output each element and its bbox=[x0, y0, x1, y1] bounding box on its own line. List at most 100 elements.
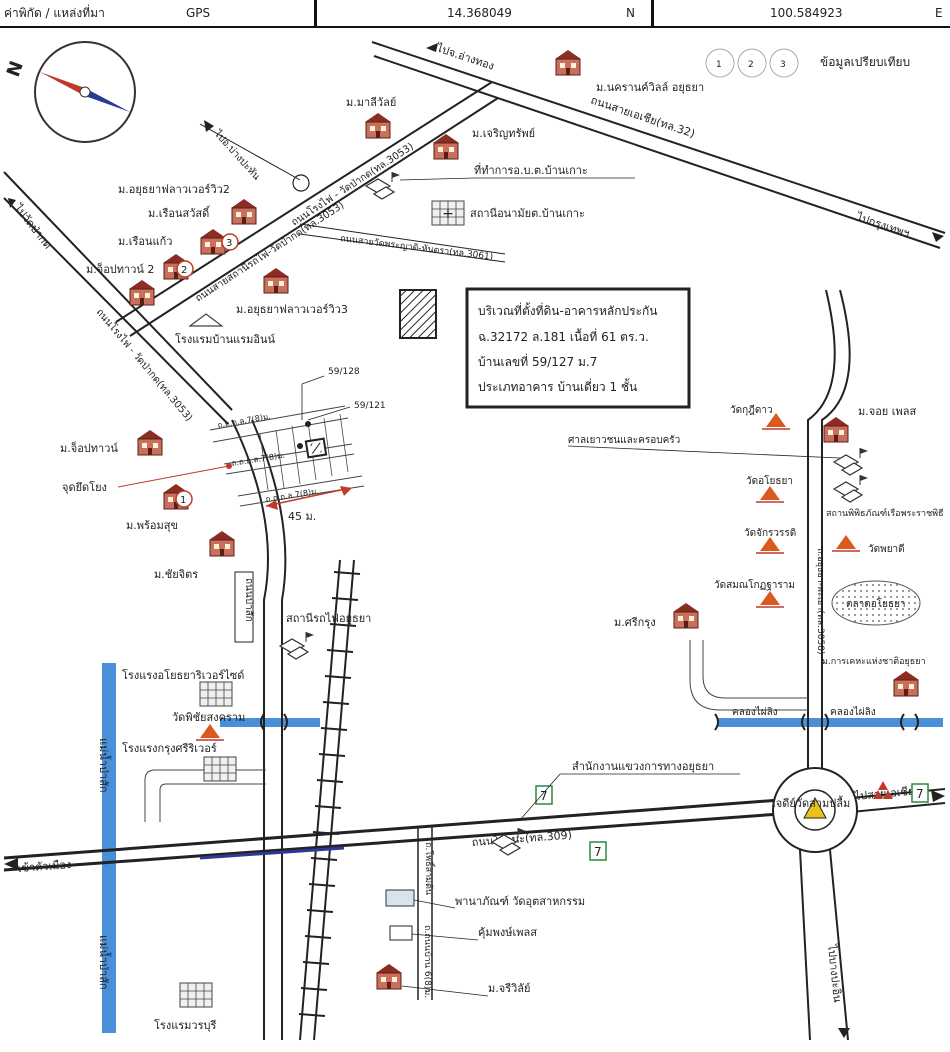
seven-eleven-label: 7 bbox=[594, 845, 602, 859]
place-label: ที่ทำการอ.บ.ต.บ้านเกาะ bbox=[474, 162, 588, 177]
road bbox=[799, 849, 811, 1041]
subject-legend-swatch bbox=[399, 289, 437, 339]
place-label: ม.จอย เพลส bbox=[858, 405, 916, 418]
place-label: ม.นครานค์วิลล์ อยุธยา bbox=[596, 81, 704, 94]
river-label: แม่น้ำป่าสัก bbox=[97, 935, 112, 990]
house-icon bbox=[262, 267, 290, 294]
river-label: แม่น้ำป่าสัก bbox=[97, 738, 112, 793]
road-label: ถนนป่าสัก bbox=[243, 578, 254, 622]
railway bbox=[313, 559, 355, 1041]
plot-label: 59/121 bbox=[354, 401, 386, 411]
road bbox=[821, 289, 851, 800]
subject-line: บริเวณที่ตั้งที่ดิน-อาคารหลักประกัน bbox=[478, 302, 658, 318]
road bbox=[3, 197, 229, 425]
museum-icon bbox=[833, 474, 869, 503]
road bbox=[807, 289, 836, 800]
road bbox=[144, 769, 266, 822]
place-label: ศาลเยาวชนและครอบครัว bbox=[568, 435, 680, 446]
place-label: สถานพิพิธภัณฑ์เรือพระราชพิธี bbox=[826, 507, 944, 519]
mitsubishi-icon bbox=[883, 790, 893, 799]
arrow-icon bbox=[838, 1028, 850, 1038]
location-label: ค่าพิกัด / แหล่งที่มา bbox=[4, 6, 105, 20]
plot-marker bbox=[305, 421, 311, 427]
road-label: ถนนโรงไฟ - วัดป่ากด(ทล.3053) bbox=[289, 140, 416, 229]
arrow-icon bbox=[426, 43, 438, 52]
plot-label: 59/128 bbox=[328, 367, 360, 377]
place-label: วัดกุฎีดาว bbox=[730, 404, 773, 416]
place-label: ม.พร้อมสุข bbox=[126, 519, 178, 532]
place-label: วัดสมณโกฏฐาราม bbox=[714, 578, 795, 591]
hotel-icon bbox=[203, 756, 237, 782]
seven-eleven-icon bbox=[535, 785, 553, 805]
road bbox=[3, 812, 781, 872]
road-label: เข้าตัวเมือง bbox=[17, 858, 72, 875]
road bbox=[3, 171, 233, 411]
place-label: ม.ชัยจิตร bbox=[154, 568, 198, 581]
place-label: ม.เรือนแก้ว bbox=[118, 235, 172, 248]
arrow-icon bbox=[931, 790, 945, 802]
hotel-icon bbox=[179, 982, 213, 1008]
place-label: คุ้มพงษ์เพลส bbox=[478, 926, 537, 939]
railway bbox=[299, 559, 341, 1041]
market-area bbox=[831, 580, 921, 626]
house-icon bbox=[364, 112, 392, 139]
road-label: ถนนสายวัดพระญาติ-หันตรา(ทล.3061) bbox=[340, 233, 494, 263]
comparison-marker bbox=[221, 233, 239, 251]
seven-eleven-label: 7 bbox=[540, 789, 548, 803]
arrow-icon bbox=[4, 858, 18, 870]
comparison-number: 1 bbox=[180, 495, 186, 506]
road bbox=[231, 419, 269, 1040]
canal-label: คลองไผ่ลิง bbox=[830, 706, 876, 718]
legend-number: 1 bbox=[716, 60, 722, 70]
bridge-icon bbox=[824, 713, 829, 731]
road bbox=[299, 233, 506, 263]
longitude-hemisphere: E bbox=[935, 6, 943, 20]
place-label: สำนักงานแขวงการทางอยุธยา bbox=[572, 760, 714, 773]
river bbox=[102, 663, 116, 1033]
road-label: ถ.โพธิ์สามต้น bbox=[423, 842, 436, 895]
lane-label: ถ.ถ.ถ.ล.7(8)ม. bbox=[265, 487, 320, 504]
subject-line: บ้านเลขที่ 59/127 ม.7 bbox=[478, 353, 597, 369]
house-icon bbox=[892, 670, 920, 697]
subject-plot-fill bbox=[310, 442, 322, 454]
temple-icon bbox=[831, 534, 861, 552]
station-icon bbox=[279, 631, 315, 660]
canal bbox=[220, 718, 320, 727]
house-icon bbox=[554, 49, 582, 76]
court-icon bbox=[833, 447, 869, 476]
road-label: ไปบางปะอิน bbox=[825, 943, 844, 1004]
road bbox=[702, 640, 808, 699]
road bbox=[159, 783, 266, 822]
comparison-number: 3 bbox=[226, 238, 232, 249]
place-label: ม.จรีวิลัย์ bbox=[488, 982, 530, 995]
place-label: ม.การเคหะแห่งชาติอยุธยา bbox=[822, 656, 926, 667]
legend-circle bbox=[737, 48, 767, 78]
place-label: ม.จ็อปทาวน์ 2 bbox=[86, 262, 154, 276]
house-icon bbox=[822, 416, 850, 443]
header-divider bbox=[314, 0, 317, 26]
legend-number: 3 bbox=[780, 60, 786, 70]
house-icon bbox=[136, 429, 164, 456]
road-label: ไปวัดป่ากด bbox=[11, 201, 54, 251]
canal-label: คลองไผ่ลิง bbox=[732, 706, 778, 718]
longitude-value: 100.584923 bbox=[770, 6, 843, 20]
road bbox=[199, 846, 345, 860]
temple-icon bbox=[195, 723, 225, 741]
road bbox=[199, 123, 301, 181]
legend-label: ข้อมูลเปรียบเทียบ bbox=[820, 55, 910, 70]
place-label: สถานีอนามัยต.บ้านเกาะ bbox=[470, 207, 585, 220]
arrow-icon bbox=[340, 486, 352, 496]
road-sign bbox=[234, 571, 254, 643]
seven-eleven-icon bbox=[911, 783, 929, 803]
subject-line: ฉ.32172 ล.181 เนื้อที่ 61 ตร.ว. bbox=[478, 328, 649, 344]
legend-circle bbox=[705, 48, 735, 78]
temple-icon bbox=[755, 536, 785, 554]
mitsubishi-icon bbox=[878, 781, 888, 790]
bridge-icon bbox=[900, 713, 905, 731]
comparison-number: 2 bbox=[181, 265, 187, 276]
cross-icon: + bbox=[442, 206, 454, 222]
road-label: ถ.ถนนบ้าน 6(8)ม. bbox=[422, 925, 433, 998]
distance-label: 45 ม. bbox=[288, 510, 316, 523]
seven-eleven-icon bbox=[589, 841, 607, 861]
bridge-icon bbox=[714, 713, 719, 731]
